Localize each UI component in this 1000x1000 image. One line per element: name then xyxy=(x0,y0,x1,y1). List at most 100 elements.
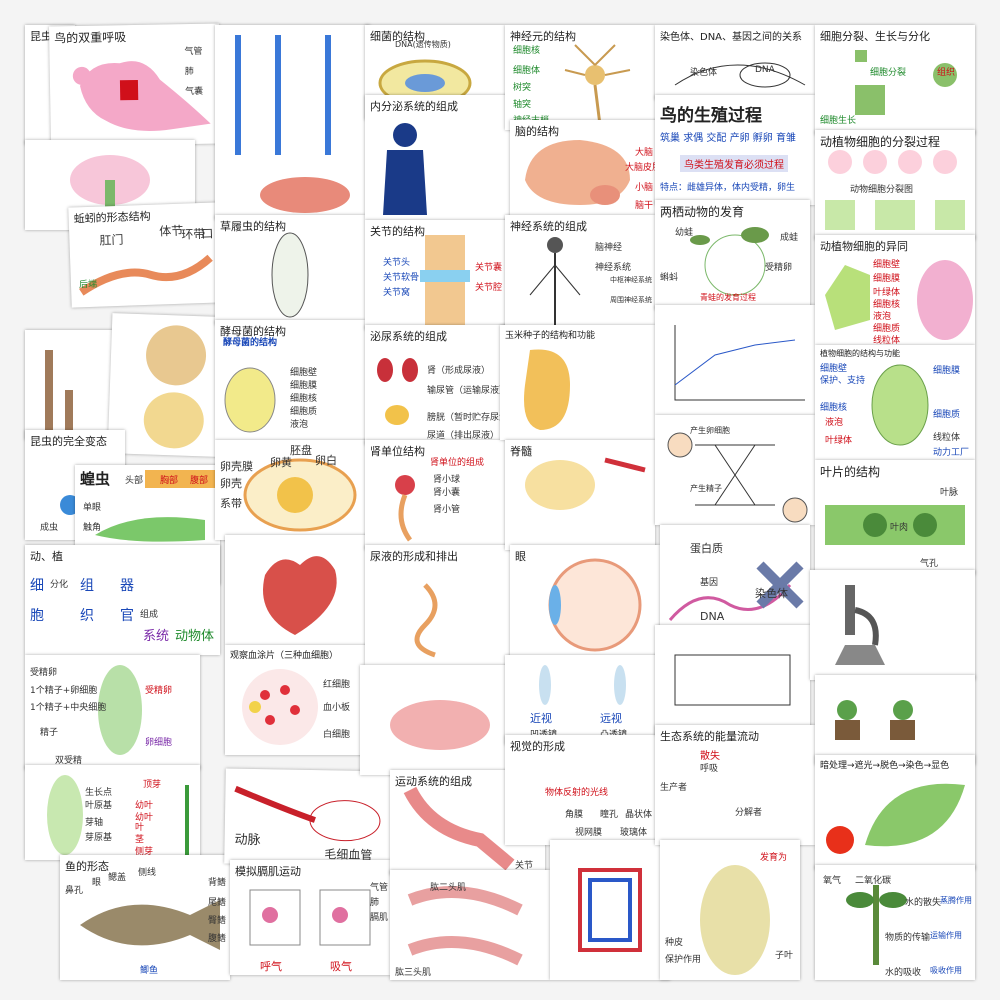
label-mouth: 口 xyxy=(201,226,214,242)
sticker-title: 细胞分裂、生长与分化 xyxy=(820,30,930,43)
label-eye: 眼 xyxy=(92,878,102,888)
label-egg-production: 产生卵细胞 xyxy=(690,426,730,435)
label-absorption: 吸收作用 xyxy=(930,966,962,975)
label-nucleus: 细胞核 xyxy=(290,394,318,404)
plant-cell-illustration xyxy=(871,364,929,446)
label-cell-membrane: 细胞膜 xyxy=(873,274,901,284)
sticker-lung-alveoli xyxy=(360,665,510,775)
label-cns: 中枢神经系统 xyxy=(610,276,652,284)
label-inhale: 吸气 xyxy=(330,960,352,973)
label-cell-membrane: 细胞膜 xyxy=(290,381,318,391)
sticker-title: 酵母菌的结构 xyxy=(220,325,286,338)
label-pns: 周围神经系统 xyxy=(610,296,652,304)
bean-seed-illustration xyxy=(700,865,770,975)
label-bud-primordium: 芽原基 xyxy=(85,833,113,843)
label-double-fertilization: 双受精 xyxy=(55,756,83,766)
label-fertilized-egg: 受精卵 xyxy=(765,263,793,273)
joint-illustration xyxy=(420,235,470,325)
sticker-title: 观察血涂片（三种血细胞） xyxy=(230,651,339,661)
label-organ-1: 器 xyxy=(120,578,134,594)
label-leaf: 叶 xyxy=(135,823,145,833)
plant-pots-illustration xyxy=(835,700,915,740)
sticker-title: 尿液的形成和排出 xyxy=(370,550,458,563)
cell-compare-illustration xyxy=(825,260,973,340)
label-crucian-carp: 鲫鱼 xyxy=(140,966,159,976)
pistil-illustration xyxy=(98,665,142,755)
seed-illustration xyxy=(143,325,207,449)
step-laying: 产卵 xyxy=(729,133,750,144)
label-simple-eye: 单眼 xyxy=(83,503,102,513)
sticker-title: 蝗虫 xyxy=(80,470,111,488)
label-bud-axis: 芽轴 xyxy=(85,818,104,828)
bacteria-illustration xyxy=(378,59,472,107)
sticker-title: 神经系统的组成 xyxy=(510,220,587,233)
sticker-bud: 生长点 叶原基 幼叶 芽轴 芽原基 顶芽 幼叶 叶 茎 侧芽 xyxy=(25,765,200,860)
heart-illustration xyxy=(263,556,337,635)
neuron-illustration xyxy=(564,44,631,126)
label-cell-1: 细 xyxy=(30,578,44,594)
label-anus: 肛门 xyxy=(99,232,124,248)
label-platelet: 血小板 xyxy=(323,703,351,713)
label-adult: 成虫 xyxy=(40,523,59,533)
label-anal-fin: 臀鳍 xyxy=(208,916,227,926)
label-sperm-production: 产生精子 xyxy=(690,484,722,493)
label-chromosome-2: 染色体 xyxy=(755,587,788,600)
label-young-leaf: 幼叶 xyxy=(135,801,154,811)
capillary-illustration xyxy=(234,785,381,842)
sticker-title: 玉米种子的结构和功能 xyxy=(505,331,596,341)
label-ureter: 输尿管（运输尿液） xyxy=(427,386,509,396)
label-producer: 生产者 xyxy=(660,783,688,793)
label-chalaza: 系带 xyxy=(220,497,242,510)
sticker-energy-flow xyxy=(655,625,810,735)
sticker-eye: 眼 xyxy=(510,545,660,660)
sticker-title: 鱼的形态 xyxy=(65,860,109,873)
tubule-illustration xyxy=(414,583,438,658)
label-cerebrum: 大脑 xyxy=(635,148,654,158)
sticker-subtitle: 肾单位的组成 xyxy=(430,458,485,468)
label-dorsal-fin: 背鳍 xyxy=(208,878,227,888)
grid-illustration xyxy=(674,325,805,401)
label-shell-membrane: 卵壳膜 xyxy=(220,460,253,473)
label-lung: 肺 xyxy=(184,66,194,78)
sticker-circulation xyxy=(550,840,670,980)
label-cell-membrane: 细胞膜 xyxy=(933,366,961,376)
label-seed-coat: 种皮 xyxy=(665,938,684,948)
label-tadpole: 蝌蚪 xyxy=(660,273,679,283)
sticker-microscope xyxy=(810,570,975,680)
label-stomata: 气孔 xyxy=(920,559,939,569)
label-rear: 后端 xyxy=(78,279,98,291)
label-mesophyll: 叶肉 xyxy=(890,523,909,533)
sticker-title: 细菌的结构 xyxy=(370,30,425,43)
label-water-loss: 水的散失 xyxy=(905,898,942,908)
sticker-nervous: 神经系统的组成 脑神经 神经系统 中枢神经系统 周围神经系统 xyxy=(505,215,655,330)
step-incubation: 孵卵 xyxy=(752,133,773,144)
label-hyperopia: 远视 xyxy=(600,712,622,725)
label-tissue: 组织 xyxy=(937,68,956,78)
label-tissue-1: 组 xyxy=(80,578,94,594)
sticker-graph xyxy=(655,305,815,415)
sticker-brain: 脑的结构 大脑 大脑皮层 小脑 脑干 xyxy=(510,120,660,220)
sticker-hierarchy: 动、植 细 分化 组 器 胞 织 官 组成 系统 动物体 xyxy=(25,545,220,655)
label-transpiration: 蒸腾作用 xyxy=(940,896,972,905)
label-leaf-primordium: 叶原基 xyxy=(85,801,113,811)
label-artery: 动脉 xyxy=(234,832,261,849)
reproduction-note: 鸟类生殖发育必须过程 xyxy=(680,155,788,172)
label-capsule: 肾小囊 xyxy=(433,488,461,498)
label-co2: 二氧化碳 xyxy=(855,876,892,886)
sticker-leaf: 叶片的结构 叶肉 叶脉 气孔 xyxy=(815,460,975,575)
sticker-title: 视觉的形成 xyxy=(510,740,565,753)
label-triceps: 肱三头肌 xyxy=(395,968,432,978)
sticker-title: 动、植 xyxy=(30,550,63,563)
label-dissipation: 散失 xyxy=(700,751,720,762)
label-transport: 物质的传输 xyxy=(885,933,931,943)
label-vitreous: 玻璃体 xyxy=(620,828,648,838)
label-respiration: 呼吸 xyxy=(700,764,719,774)
sticker-dna: 蛋白质 基因 DNA 染色体 xyxy=(660,525,810,630)
label-nostril: 鼻孔 xyxy=(65,886,84,896)
sticker-amphibian: 两栖动物的发育 幼蛙 成蛙 受精卵 蝌蚪 青蛙的发育过程 xyxy=(655,200,810,310)
label-trachea: 气管 xyxy=(184,46,203,58)
label-joint-cavity: 关节腔 xyxy=(475,283,503,293)
sticker-heredity: 产生卵细胞 产生精子 xyxy=(655,415,815,525)
label-growth-point: 生长点 xyxy=(85,788,113,798)
sticker-title: 昆虫的完全变态 xyxy=(30,435,107,448)
